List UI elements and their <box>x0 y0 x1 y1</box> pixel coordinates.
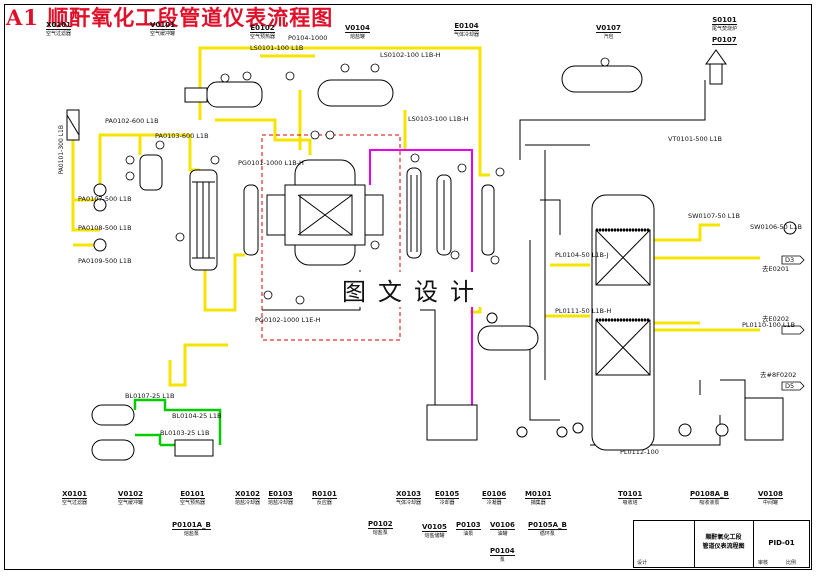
intermediate-tank-v0108 <box>744 397 784 441</box>
reactor-r0101 <box>266 159 384 266</box>
pipe-label-bl0103: BL0103-25 L1B <box>160 429 210 437</box>
arrow-label-to-e0202: 去E0202 <box>762 315 790 323</box>
pipe-label-ls0102: LS0102-100 L1B-H <box>380 51 441 59</box>
pipe-label-sw0107: SW0107-50 L1B <box>688 212 740 220</box>
title-block: 设计 顺酐氧化工段 管道仪表流程图 PID-01 审核 比例 <box>633 520 810 568</box>
arrow-label-to-e0201: 去E0201 <box>762 265 790 273</box>
drawing-title: A1 顺酐氧化工段管道仪表流程图 <box>6 5 334 30</box>
off-sheet-arrows <box>781 255 805 391</box>
stack-s0101 <box>705 49 727 85</box>
pipe-label-pa0101: PA0101-300 L1B <box>58 125 65 175</box>
cooling-lines <box>133 398 222 447</box>
title-block-project: 顺酐氧化工段 <box>705 534 742 541</box>
arrow-label-d5: D5 <box>785 382 795 390</box>
air-filter-x0101 <box>66 109 80 141</box>
pipe-label-pg0102: PG0102-1000 L1E-H <box>255 316 321 324</box>
pipe-label-ls0103: LS0103-100 L1B-H <box>408 115 469 123</box>
pipe-label-pa0109: PA0109-500 L1B <box>78 257 132 265</box>
pipe-label-p0104: P0104-1000 <box>288 34 328 42</box>
pipe-label-pa0107: PA0107-500 L1B <box>78 195 132 203</box>
air-lines <box>71 46 760 387</box>
pipe-label-pg0101: PG0101-1000 L1B-H <box>238 159 304 167</box>
pipe-label-bl0104: BL0104-25 L1B <box>172 412 222 420</box>
pipe-label-pa0102: PA0102-600 L1B <box>105 117 159 125</box>
title-block-scale: 比例 <box>786 560 797 566</box>
switch-condenser-m0101 <box>481 184 495 256</box>
pipe-label-vt0101: VT0101-500 L1B <box>668 135 722 143</box>
gas-cooler-e0105 <box>406 167 422 259</box>
pipe-label-pl0110: PL0110-100 L1B <box>742 321 796 329</box>
pipe-label-bl0107: BL0107-25 L1B <box>125 392 175 400</box>
preheater-e0102 <box>189 169 218 271</box>
steam-drum-v0107 <box>561 65 643 93</box>
tag-p0107-top: P0107 <box>712 36 737 45</box>
flash-drum-v0108 <box>477 325 539 351</box>
pipe-label-pl0111: PL0111-50 L1B-H <box>555 307 612 315</box>
title-block-drawing: 管道仪表流程图 <box>702 543 745 550</box>
cooler-e0106 <box>436 174 452 256</box>
reactor-package-boundary <box>261 134 401 341</box>
air-heater-e0103 <box>184 81 263 108</box>
pipe-label-sw0106: SW0106-50 L1B <box>750 223 802 231</box>
title-block-designed: 设计 <box>637 560 648 566</box>
title-block-checked: 审核 <box>758 560 769 566</box>
pipe-label-ls0101: LS0101-100 L1B <box>250 44 304 52</box>
air-buffer-tank-v0101 <box>139 154 163 191</box>
buffer-vessel-v0102 <box>243 184 259 256</box>
arrow-label-d3: D3 <box>785 256 795 264</box>
absorption-tower-t0101 <box>591 194 655 451</box>
collection-tank <box>426 404 478 441</box>
pipe-label-pa0108: PA0108-500 L1B <box>78 224 132 232</box>
storage-drums <box>91 404 214 461</box>
pipe-label-pl0104: PL0104-50 L1B-J <box>555 251 609 259</box>
title-block-number-text: PID-01 <box>768 539 795 547</box>
molten-salt-tank-v0104 <box>317 79 394 107</box>
arrow-label-to-e0203: 去#8F0202 <box>760 371 797 379</box>
title-block-number: PID-01 <box>754 521 809 567</box>
title-block-name: 顺酐氧化工段 管道仪表流程图 <box>694 521 754 567</box>
title-block-sign-column: 设计 <box>634 521 695 567</box>
pumps <box>486 221 797 438</box>
watermark-text: 图文设计 <box>336 272 492 307</box>
pipe-label-pa0103: PA0103-600 L1B <box>155 132 209 140</box>
blowers <box>93 183 107 252</box>
pipe-label-pl0112: PL0112-100 <box>620 448 659 456</box>
instrument-bubbles <box>125 57 610 305</box>
drawing-border <box>4 4 812 570</box>
